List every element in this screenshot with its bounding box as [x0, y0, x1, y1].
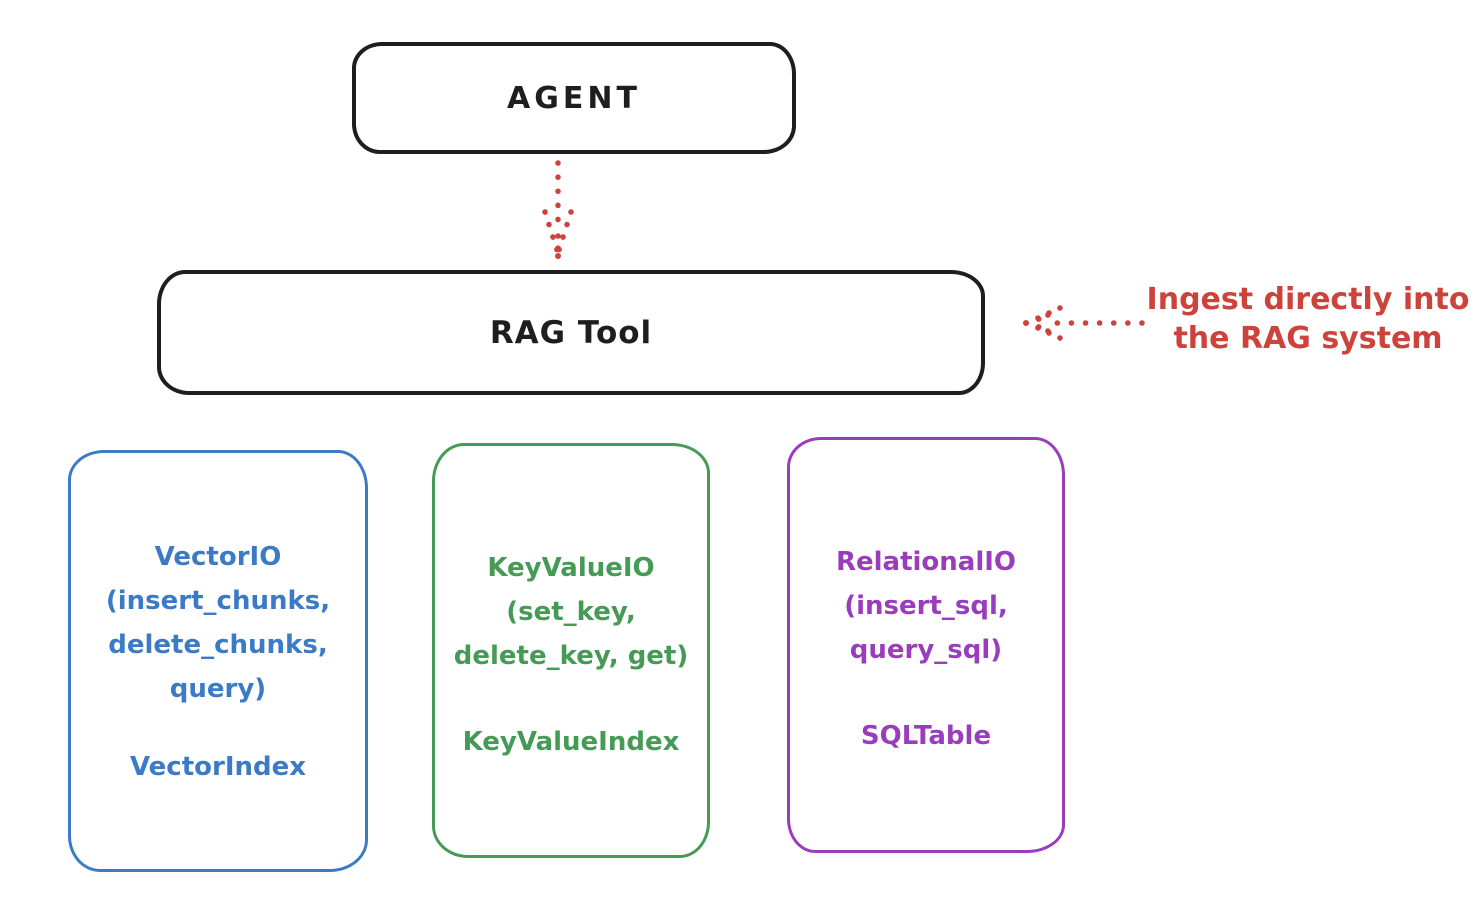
annotation-line-1: Ingest directly into [1146, 282, 1470, 317]
sql-table-label: SQLTable [860, 721, 992, 751]
rag-tool-box: RAG Tool [157, 270, 985, 395]
io-box-line: delete_key, get) [453, 641, 689, 671]
io-box-line: query) [169, 674, 267, 704]
io-box-line: delete_chunks, [108, 630, 328, 660]
ingest-annotation: Ingest directly into the RAG system [1132, 280, 1484, 358]
vector-index-label: VectorIndex [129, 752, 307, 782]
keyvalue-io-box: KeyValueIO (set_key, delete_key, get) Ke… [432, 443, 710, 858]
agent-label: AGENT [507, 80, 641, 116]
rag-tool-label: RAG Tool [489, 314, 653, 351]
io-box-line: (set_key, [506, 597, 636, 627]
annotation-line-2: the RAG system [1173, 321, 1443, 356]
dotted-down-arrow-icon [542, 160, 574, 259]
io-box-line: VectorIO [154, 542, 282, 572]
io-box-line: (insert_sql, [844, 591, 1008, 621]
io-box-line: KeyValueIO [487, 553, 655, 583]
io-box-line: (insert_chunks, [105, 586, 331, 616]
keyvalue-index-label: KeyValueIndex [462, 727, 680, 757]
relational-io-box: RelationalIO (insert_sql, query_sql) SQL… [787, 437, 1065, 853]
vector-io-box: VectorIO (insert_chunks, delete_chunks, … [68, 450, 368, 872]
io-box-line: RelationalIO [835, 547, 1017, 577]
agent-box: AGENT [352, 42, 796, 154]
dotted-left-arrow-icon [1023, 305, 1145, 341]
io-box-line: query_sql) [849, 635, 1003, 665]
